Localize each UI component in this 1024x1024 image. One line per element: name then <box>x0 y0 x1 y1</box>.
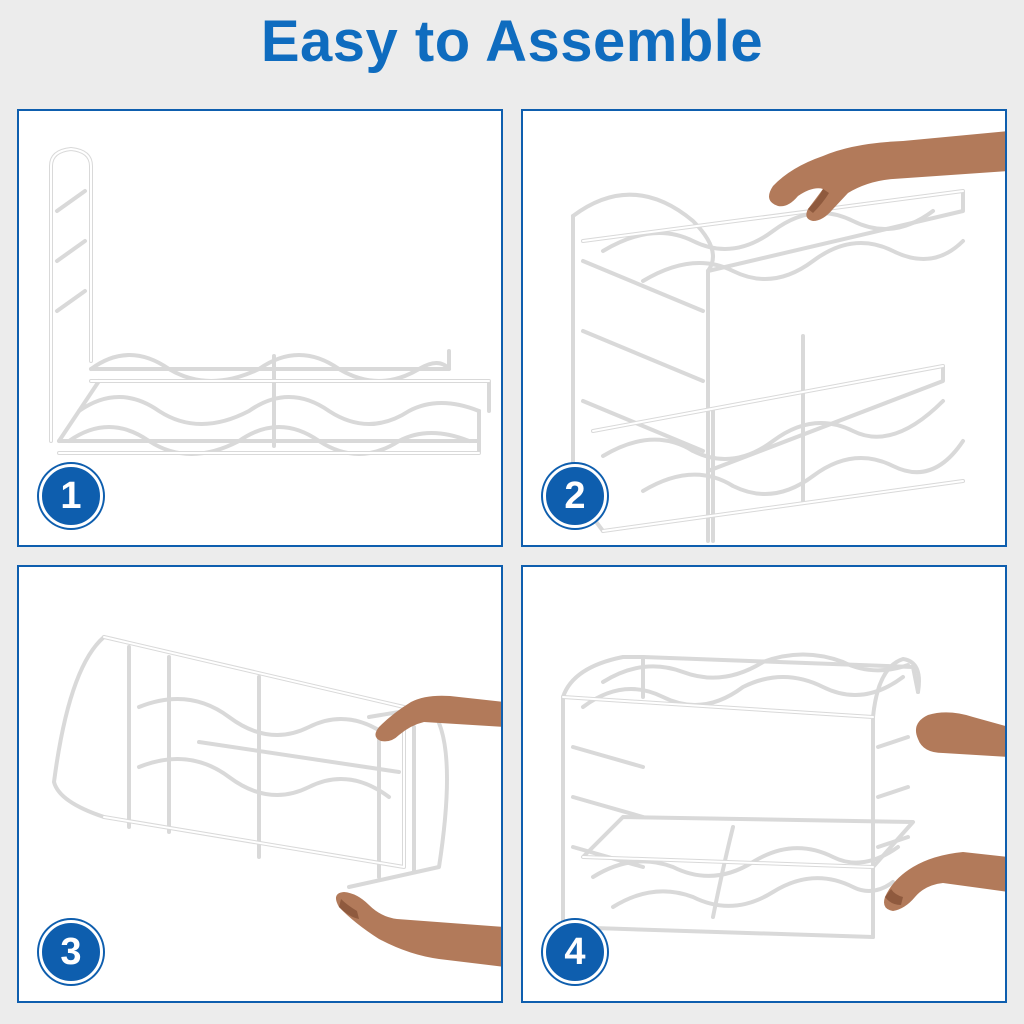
step-number-badge: 2 <box>543 464 607 528</box>
step-number-badge: 3 <box>39 920 103 984</box>
hand-illustration <box>884 712 1005 911</box>
hand-illustration <box>769 131 1005 221</box>
hand-illustration <box>335 695 501 967</box>
step-number-badge: 1 <box>39 464 103 528</box>
step-number-badge: 4 <box>543 920 607 984</box>
step-panel-3: 3 <box>17 565 503 1003</box>
step-panel-2: 2 <box>521 109 1007 547</box>
step-panel-4: 4 <box>521 565 1007 1003</box>
rack-base-illustration <box>49 147 491 456</box>
page-title: Easy to Assemble <box>260 9 764 74</box>
step-panel-1: 1 <box>17 109 503 547</box>
rack-tilted-assembly-illustration <box>52 635 501 967</box>
